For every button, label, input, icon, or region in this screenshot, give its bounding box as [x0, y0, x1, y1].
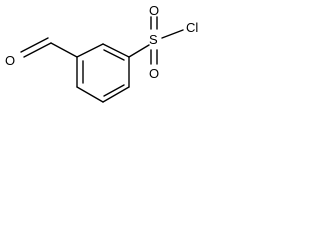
- carbonyl-double-bond: [23, 42, 52, 58]
- benzene-ring: [76, 43, 130, 103]
- aldehyde-group: O: [5, 37, 78, 68]
- chlorine-label: Cl: [186, 20, 198, 35]
- ring-bond: [76, 86, 104, 103]
- ring-to-carbonyl-bond: [50, 42, 78, 58]
- aldehyde-oxygen-label: O: [5, 53, 15, 68]
- sulfonyl-chloride-group: S O O Cl: [128, 3, 198, 81]
- ring-bond: [76, 43, 104, 58]
- ring-bond: [102, 43, 130, 58]
- ring-double-bond: [103, 84, 125, 97]
- structure-diagram: O S O O Cl: [5, 3, 198, 103]
- carbonyl-double-bond: [20, 37, 49, 53]
- ring-to-sulfur-bond: [128, 44, 150, 58]
- ring-double-bond: [103, 49, 125, 61]
- sulfonyl-oxygen-bottom-label: O: [149, 66, 159, 81]
- sulfur-chlorine-bond: [161, 29, 184, 39]
- ring-bond: [102, 86, 130, 103]
- sulfur-label: S: [149, 32, 158, 47]
- sulfonyl-oxygen-top-label: O: [149, 3, 159, 18]
